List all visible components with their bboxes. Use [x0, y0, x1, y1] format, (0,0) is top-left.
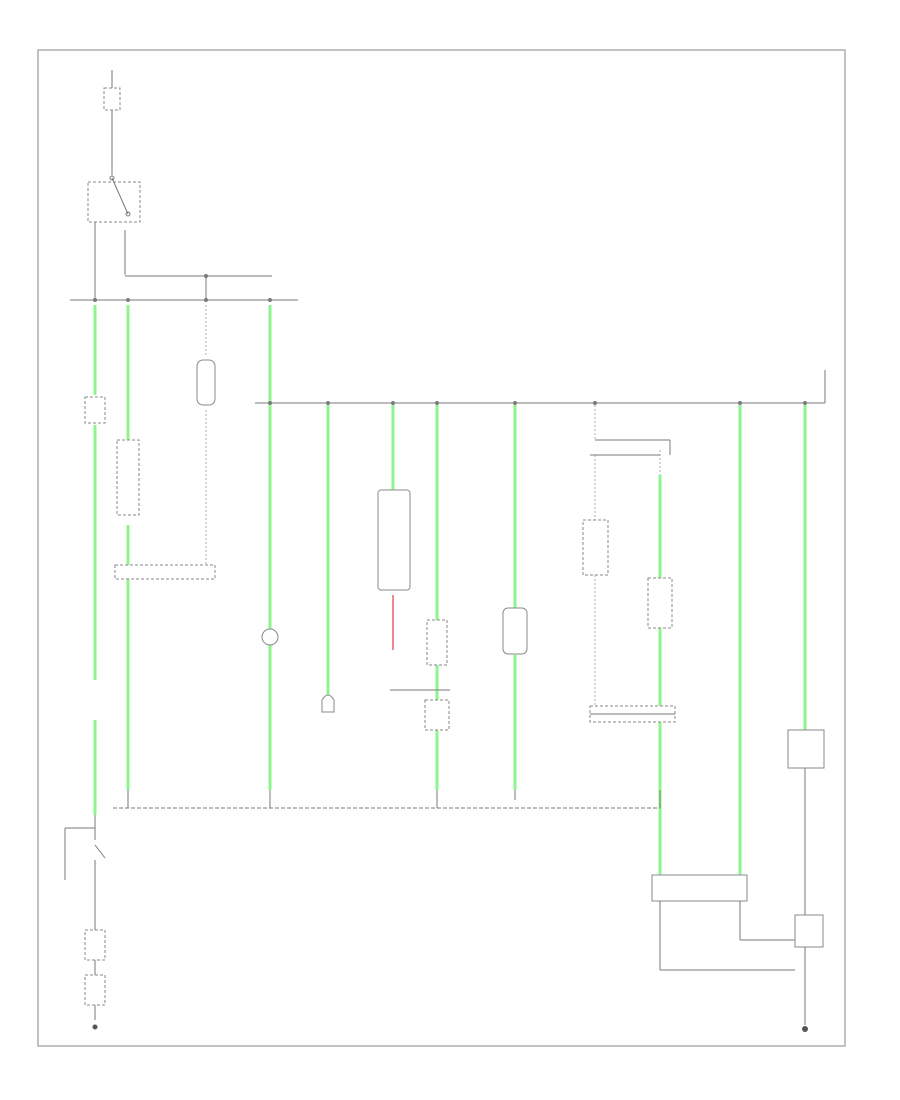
component-module-left: [116, 439, 140, 516]
component-box-left: [84, 396, 106, 424]
relay-left: [114, 564, 216, 580]
combination-meter: [502, 607, 528, 655]
green-wires: [93, 305, 807, 880]
main-relay: [787, 729, 825, 769]
ignition-switch: [87, 175, 141, 300]
module-center-lower: [424, 699, 450, 731]
main-bus: [255, 370, 826, 405]
junction-bus-top: [70, 274, 298, 302]
relay-right-upper: [590, 439, 671, 456]
gauge-module: [377, 489, 411, 591]
component-right-b: [647, 577, 673, 629]
control-module: [651, 874, 748, 902]
ground-bus: [113, 790, 661, 809]
diagram-border: [37, 49, 846, 1047]
relay-right-lower: [589, 705, 676, 723]
indicator-light: [196, 359, 216, 406]
fuse-block-top-left: [103, 70, 121, 175]
switch-lower-left: [64, 815, 106, 1030]
module-center: [426, 619, 448, 666]
light-bulb-1: [261, 628, 279, 646]
component-right-a: [582, 519, 609, 576]
light-bulb-2: [321, 694, 335, 713]
sensor-module: [659, 901, 824, 1032]
dotted-wires: [205, 305, 661, 710]
